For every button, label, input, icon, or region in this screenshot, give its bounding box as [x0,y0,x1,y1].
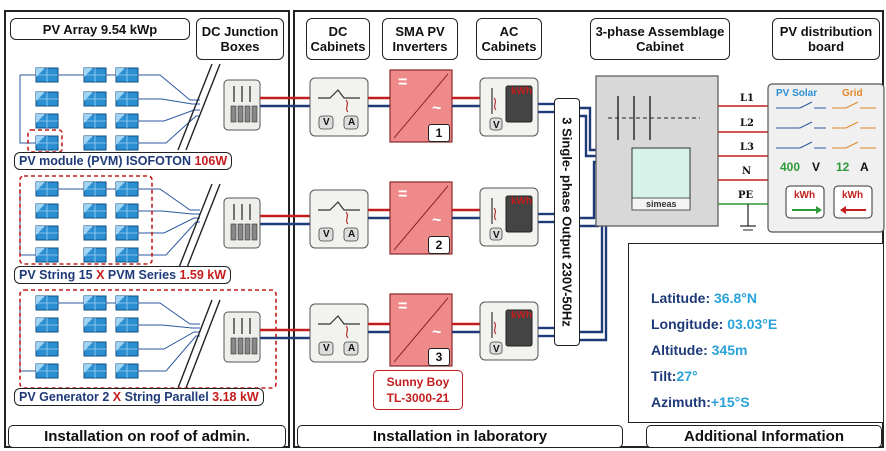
dist-grid: Grid [842,88,863,99]
section-info: Additional Information [646,425,882,448]
dist-voltage-unit: V [812,160,821,174]
caption-string-mid: PVM Series [104,268,180,282]
inverters [389,69,453,367]
caption-generator-prefix: PV Generator 2 [19,390,113,404]
info-tilt: Tilt:27° [651,368,698,384]
info-altitude-value: 345m [711,342,748,358]
output-label: 3 Single- phase Output 230V-50Hz [559,117,575,327]
info-latitude: Latitude: 36.8°N [651,290,757,306]
caption-pv-generator: PV Generator 2 X String Parallel 3.18 kW [14,388,264,406]
header-dc-cabinets: DC Cabinets [306,18,370,60]
dc1-a-label: A [348,117,356,128]
header-sma-inverters: SMA PV Inverters [382,18,458,60]
info-altitude: Altitude: 345m [651,342,747,358]
dc3-a-label: A [348,343,356,354]
dc-cabinets [309,77,369,363]
ac2-v-label: V [493,230,500,241]
info-tilt-value: 27° [676,368,698,384]
phase-l3: L3 [740,142,754,153]
caption-module-prefix: PV module (PVM) ISOFOTON [19,154,195,168]
inverter-model-label: Sunny Boy TL-3000-21 [373,370,463,410]
header-assemblage: 3-phase Assemblage Cabinet [590,18,730,60]
header-pv-array: PV Array 9.54 kWp [10,18,190,40]
info-longitude: Longitude: 03.03°E [651,316,777,332]
info-altitude-label: Altitude: [651,342,712,358]
dist-current-unit: A [860,160,869,174]
ac3-v-label: V [493,344,500,355]
info-longitude-value: 03.03°E [727,316,778,332]
info-longitude-label: Longitude: [651,316,728,332]
info-azimuth-value: +15°S [710,394,750,410]
inv1-dc-symbol: = [398,74,408,91]
inverter-number-2: 2 [428,236,450,254]
caption-pv-string: PV String 15 X PVM Series 1.59 kW [14,266,232,284]
ac3-kwh-label: kWh [511,310,533,321]
ac2-kwh-label: kWh [511,196,533,207]
inverter-model-line1: Sunny Boy [386,375,450,389]
dc2-a-label: A [348,229,356,240]
pv-modules [35,67,139,379]
dist-kwh-import: kWh [842,190,864,201]
dc3-v-label: V [323,343,330,354]
caption-generator-x: X [112,390,122,404]
dist-current-value: 12 [836,160,850,174]
inverter-model-line2: TL-3000-21 [386,391,450,405]
assemblage-cabinet [595,75,719,227]
phase-l1: L1 [740,93,754,104]
inverter-number-1: 1 [428,124,450,142]
ac1-v-label: V [493,120,500,131]
dist-voltage-value: 400 [780,160,801,174]
dist-pv-solar: PV Solar [776,88,818,99]
dc2-v-label: V [323,229,330,240]
header-distribution: PV distribution board [772,18,880,60]
additional-info-panel: Latitude: 36.8°N Longitude: 03.03°E Alti… [628,243,884,423]
header-dc-junction: DC Junction Boxes [196,18,284,60]
ac1-kwh-label: kWh [511,86,533,97]
info-azimuth-label: Azimuth: [651,394,711,410]
inv2-ac-symbol: ~ [432,212,442,229]
phase-l2: L2 [740,118,754,129]
junction-boxes [223,79,261,363]
dc1-v-label: V [323,117,330,128]
distribution-board [767,83,885,233]
caption-pv-module: PV module (PVM) ISOFOTON 106W [14,152,233,170]
header-ac-cabinets: AC Cabinets [476,18,542,60]
dist-kwh-export: kWh [794,190,816,201]
section-lab: Installation in laboratory [297,425,623,448]
info-tilt-label: Tilt: [651,368,677,384]
phase-pe: PE [738,190,754,201]
inv2-dc-symbol: = [398,186,408,203]
caption-module-value: 106W [194,154,228,168]
caption-string-value: 1.59 kW [179,268,227,282]
inv3-ac-symbol: ~ [432,324,442,341]
caption-string-x: X [96,268,105,282]
output-label-box: 3 Single- phase Output 230V-50Hz [554,98,580,346]
inv1-ac-symbol: ~ [432,100,442,117]
section-roof: Installation on roof of admin. [8,425,286,448]
inverter-number-3: 3 [428,348,450,366]
info-latitude-value: 36.8°N [714,290,757,306]
caption-generator-value: 3.18 kW [212,390,259,404]
inv3-dc-symbol: = [398,298,408,315]
assemblage-device-label: simeas [646,199,677,209]
info-azimuth: Azimuth:+15°S [651,394,750,410]
info-latitude-label: Latitude: [651,290,714,306]
phase-n: N [742,166,752,177]
caption-generator-mid: String Parallel [121,390,213,404]
caption-string-prefix: PV String 15 [19,268,97,282]
